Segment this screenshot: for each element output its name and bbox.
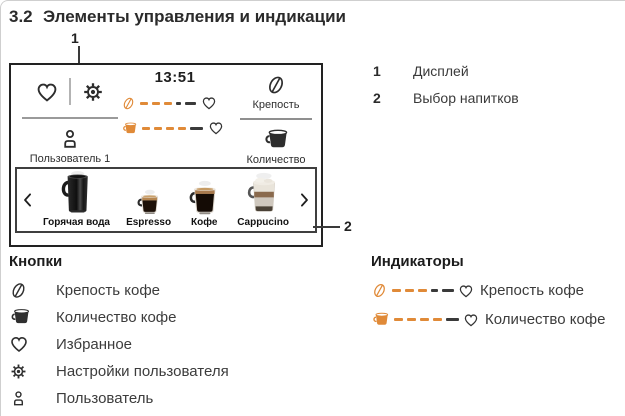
indicator-item: Количество кофе xyxy=(371,311,605,328)
indicator-dash xyxy=(442,289,454,292)
button-label: Количество кофе xyxy=(56,308,177,326)
legend-number: 1 xyxy=(373,63,381,79)
indicator-label: Крепость кофе xyxy=(480,282,584,299)
button-label: Пользователь xyxy=(56,389,154,407)
drink-hot-water: Горячая вода xyxy=(43,169,110,228)
callout-2-number: 2 xyxy=(344,218,352,234)
quantity-indicator xyxy=(121,120,229,136)
section-number: 3.2 xyxy=(9,7,33,26)
drink-label: Cappucino xyxy=(237,217,289,228)
indicator-dash xyxy=(176,101,181,105)
legend-item-drinks: 2 Выбор напитков xyxy=(373,90,519,106)
cup-icon xyxy=(9,307,31,327)
cup-icon xyxy=(262,127,290,152)
quantity-label: Количество xyxy=(246,154,306,166)
drink-label: Espresso xyxy=(126,217,172,228)
gear-icon xyxy=(9,362,28,381)
indicator-dash xyxy=(142,126,150,130)
list-item: Избранное xyxy=(9,334,229,354)
display-status-area: 13:51 xyxy=(121,69,229,136)
heart-icon xyxy=(463,312,479,328)
coffee-bean-icon xyxy=(9,281,28,300)
coffee-bean-icon xyxy=(265,73,287,97)
indicator-dash xyxy=(140,101,148,105)
indicators-section: Индикаторы Крепость кофе Количество кофе xyxy=(371,253,605,328)
page-title: Элементы управления и индикации xyxy=(43,7,346,26)
indicator-dash xyxy=(190,126,203,130)
heart-icon xyxy=(208,120,224,136)
drink-cappucino: Cappucino xyxy=(237,171,289,228)
list-item: Настройки пользователя xyxy=(9,361,229,381)
chevron-left-icon xyxy=(17,169,39,231)
indicator-dash xyxy=(185,101,196,105)
legend-item-display: 1 Дисплей xyxy=(373,63,519,79)
heart-icon xyxy=(35,80,59,104)
list-item: Количество кофе xyxy=(9,307,229,327)
legend: 1 Дисплей 2 Выбор напитков xyxy=(373,63,519,117)
cappucino-image xyxy=(247,172,276,212)
clock: 13:51 xyxy=(154,69,196,86)
legend-label: Выбор напитков xyxy=(413,90,519,106)
callout-2-line xyxy=(313,226,340,228)
drink-espresso: Espresso xyxy=(126,188,171,228)
indicator-dash xyxy=(394,318,403,321)
callout-1-number: 1 xyxy=(71,30,79,46)
indicator-dash xyxy=(407,318,416,321)
icon-divider xyxy=(69,78,71,105)
strength-label: Крепость xyxy=(252,99,300,111)
buttons-heading: Кнопки xyxy=(9,253,63,270)
legend-label: Дисплей xyxy=(413,63,469,79)
list-item: Крепость кофе xyxy=(9,280,229,300)
callout-1-line xyxy=(78,46,80,63)
display-user-area: Пользователь 1 xyxy=(21,75,119,165)
indicator-dash xyxy=(420,318,429,321)
section-header: 3.2 Элементы управления и индикации xyxy=(9,7,346,27)
button-label: Крепость кофе xyxy=(56,281,160,299)
heart-icon xyxy=(458,283,474,299)
indicator-dash xyxy=(418,289,427,292)
coffee-machine-display: Пользователь 1 13:51 xyxy=(9,63,323,247)
legend-number: 2 xyxy=(373,90,381,106)
indicator-dash xyxy=(152,101,160,105)
espresso-image xyxy=(137,189,158,215)
drink-selection-carousel: Горячая вода Espresso xyxy=(15,167,317,233)
indicator-dash xyxy=(154,126,162,130)
indicator-dash xyxy=(166,126,174,130)
indicator-dash xyxy=(164,101,172,105)
indicator-label: Количество кофе xyxy=(485,311,606,328)
user-icon xyxy=(58,127,82,151)
gear-icon xyxy=(81,80,105,104)
indicator-dash xyxy=(433,318,442,321)
indicator-dash xyxy=(446,318,459,321)
heart-icon xyxy=(9,334,29,354)
indicators-heading: Индикаторы xyxy=(371,253,464,270)
list-item: Пользователь xyxy=(9,388,229,408)
heart-icon xyxy=(201,95,217,111)
separator-line xyxy=(240,118,312,120)
drink-label: Кофе xyxy=(191,217,218,228)
indicator-item: Крепость кофе xyxy=(371,282,605,299)
indicator-dash xyxy=(431,289,438,292)
drink-label: Горячая вода xyxy=(43,217,110,228)
buttons-section: Кнопки Крепость кофе Количество кофе Изб… xyxy=(9,253,229,415)
coffee-image xyxy=(189,180,216,215)
separator-line xyxy=(22,117,118,119)
cup-icon xyxy=(371,311,390,328)
user-label: Пользователь 1 xyxy=(29,153,111,165)
chevron-right-icon xyxy=(293,169,315,231)
indicator-dash xyxy=(405,289,414,292)
coffee-bean-icon xyxy=(371,282,388,299)
hot-water-image xyxy=(62,171,89,213)
cup-icon xyxy=(121,121,138,136)
indicator-dash xyxy=(392,289,401,292)
user-icon xyxy=(9,389,28,408)
coffee-bean-icon xyxy=(121,96,136,111)
display-settings-area: Крепость Количество xyxy=(239,73,313,166)
drink-coffee: Кофе xyxy=(187,179,221,228)
indicator-dash xyxy=(178,126,186,130)
button-label: Настройки пользователя xyxy=(56,362,229,380)
drink-list: Горячая вода Espresso xyxy=(39,169,293,231)
button-label: Избранное xyxy=(56,335,133,353)
strength-indicator xyxy=(121,95,229,111)
